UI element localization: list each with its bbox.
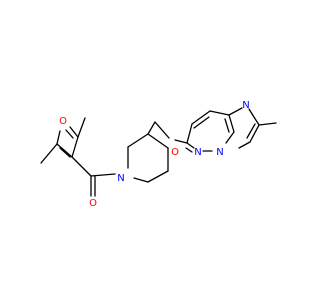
bond (238, 141, 251, 149)
bond (258, 122, 277, 126)
bond (77, 117, 86, 138)
bond (90, 173, 116, 177)
bond (127, 133, 149, 148)
bond (228, 114, 235, 133)
bond (185, 147, 193, 153)
bond (191, 110, 211, 125)
bond (147, 133, 169, 149)
bond (249, 124, 260, 143)
bond (225, 131, 235, 144)
atom-labels: O O O N N N N (59, 100, 250, 209)
bond (71, 156, 92, 177)
bond (186, 123, 193, 144)
bonds (40, 107, 277, 197)
molecule-diagram: O O O N N N N (40, 100, 277, 209)
bond (224, 118, 230, 133)
bond (59, 147, 71, 158)
bond (65, 129, 74, 139)
bond (246, 123, 256, 139)
bond (174, 139, 188, 144)
bond (154, 121, 170, 139)
bond (209, 110, 230, 116)
pyridazine-nitrogen-label: N (194, 147, 201, 158)
bond (56, 143, 73, 158)
bond (69, 126, 79, 138)
piperidine-nitrogen-label: N (117, 173, 124, 184)
carbonyl-oxygen-label: O (89, 198, 97, 209)
ether-oxygen-label: O (171, 147, 179, 158)
bond (186, 142, 195, 149)
bridge-nitrogen-label: N (216, 147, 223, 158)
furan-oxygen-label: O (59, 116, 67, 127)
bond (147, 121, 156, 135)
bond (133, 177, 149, 183)
bond (147, 170, 169, 183)
bond (228, 107, 243, 116)
bond (40, 143, 58, 164)
bond (56, 130, 61, 145)
bond (71, 136, 79, 158)
bond (248, 108, 260, 126)
bond (193, 116, 210, 129)
imidazole-nitrogen-label: N (242, 100, 249, 111)
